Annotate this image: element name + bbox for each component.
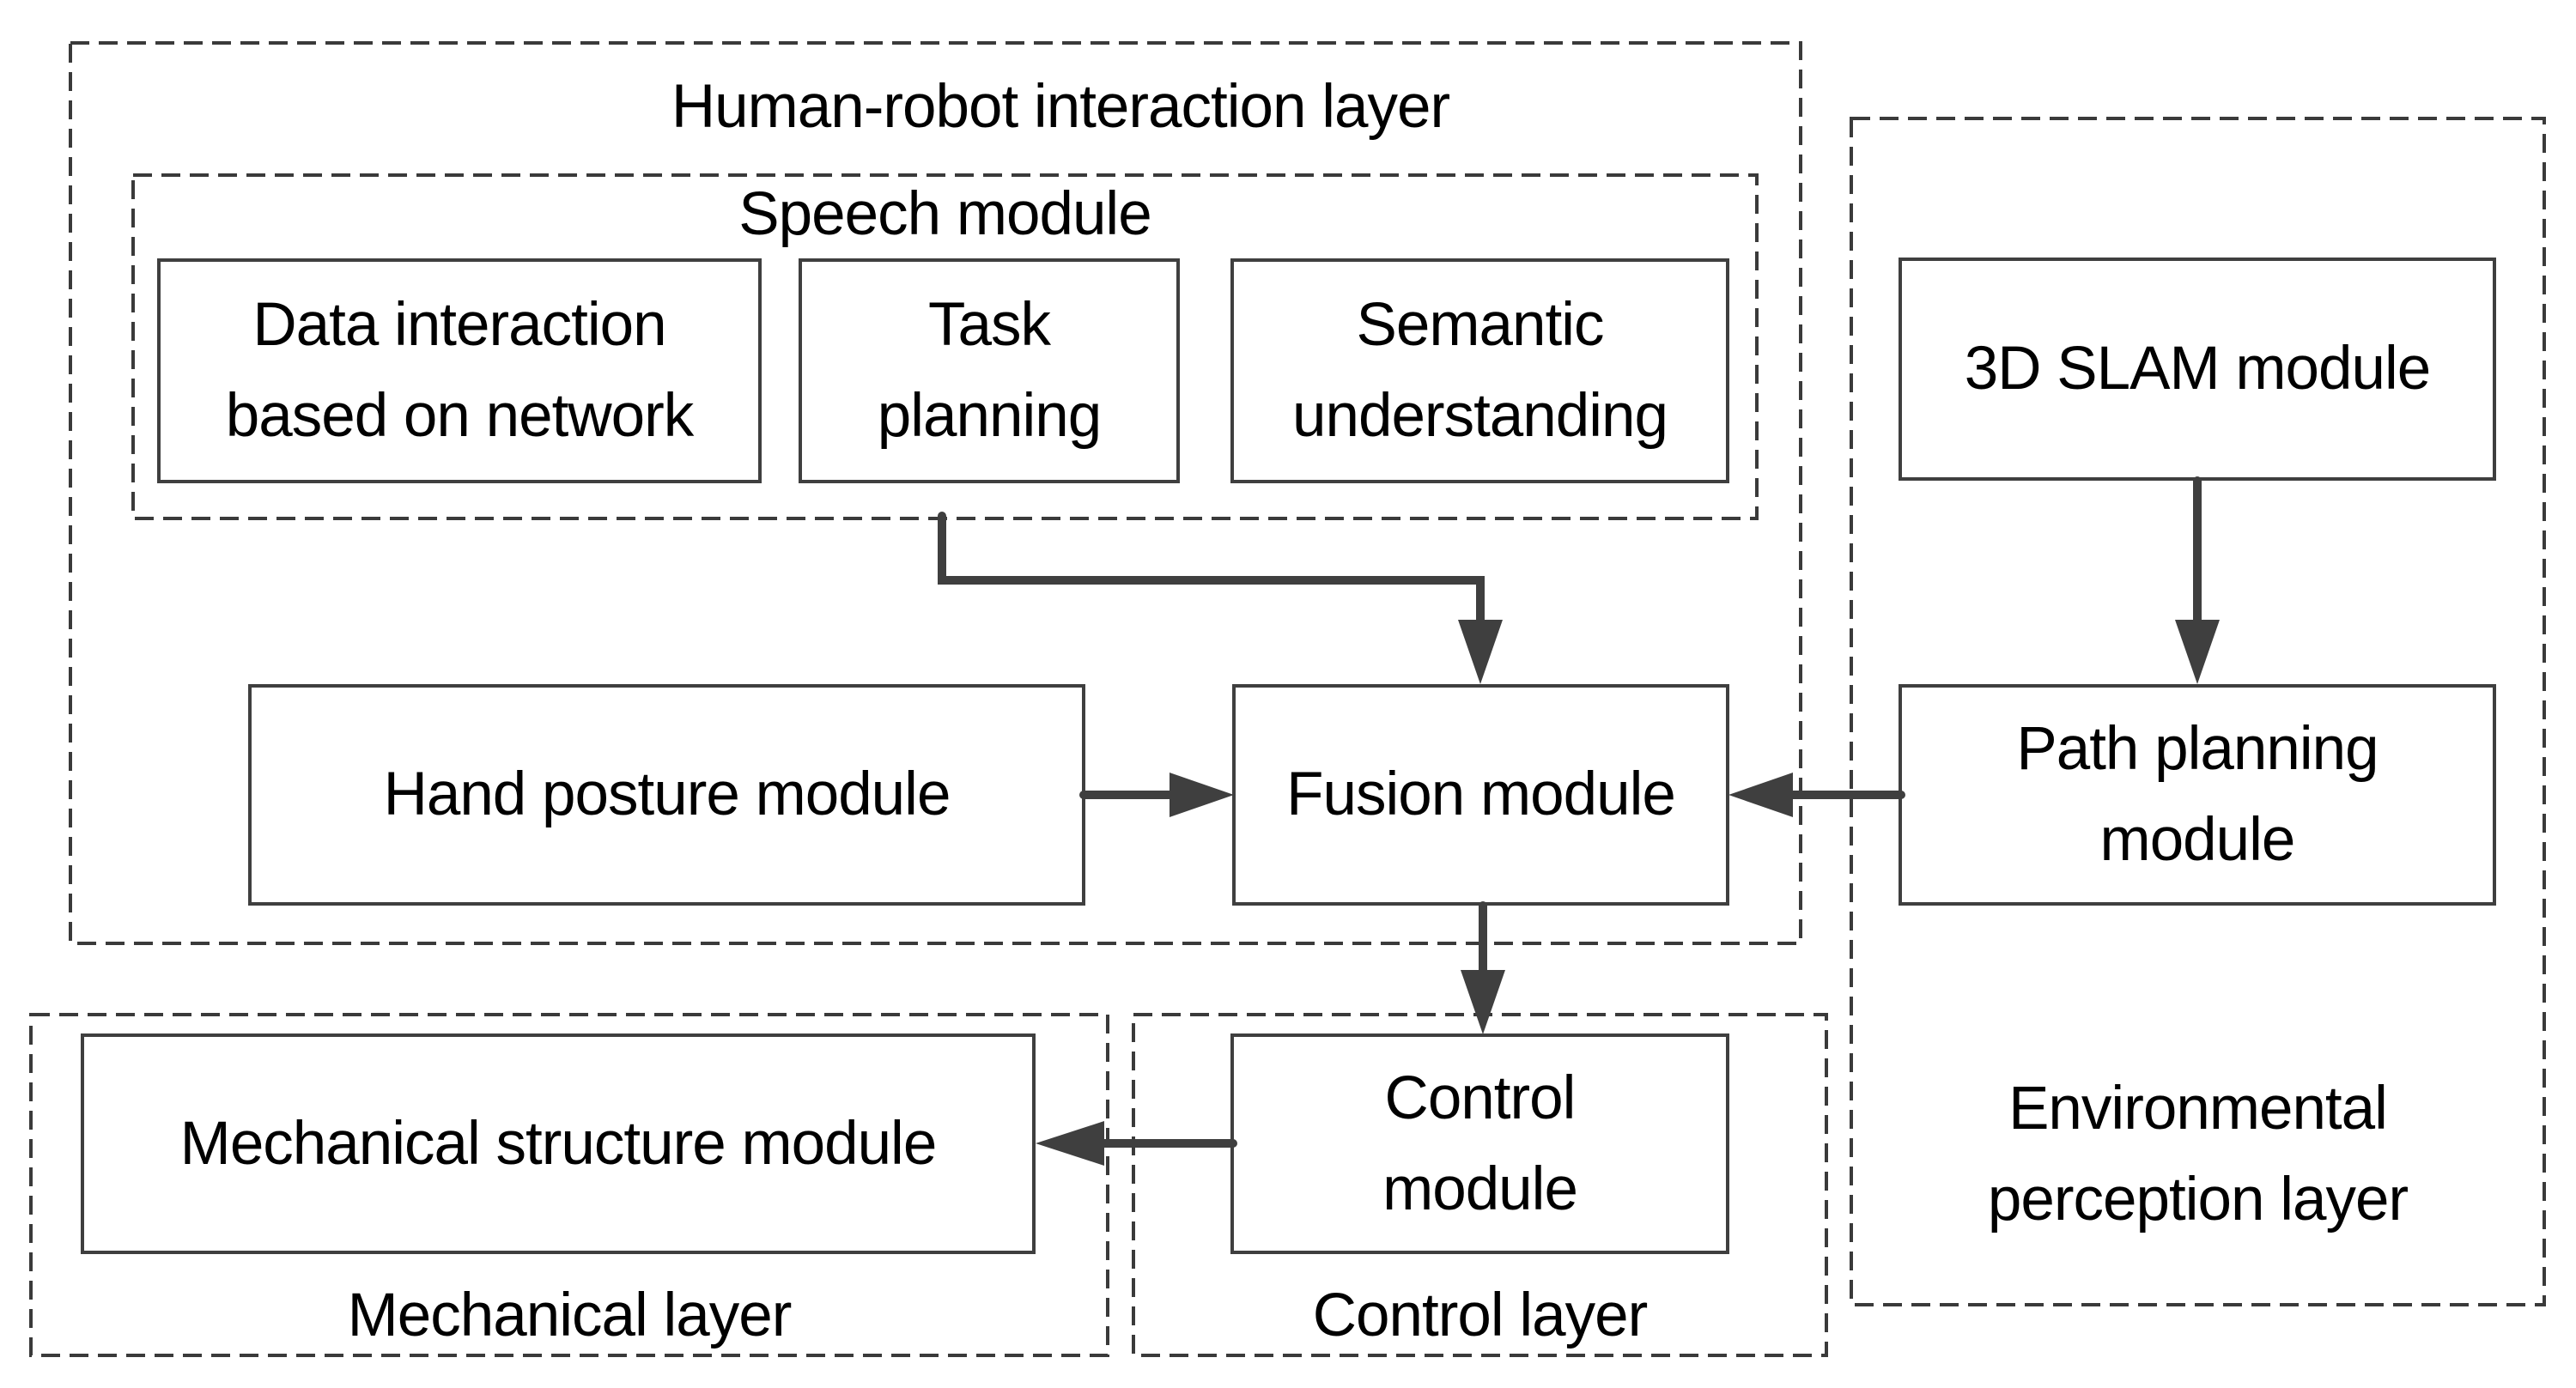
control-module-box [1230,1033,1729,1254]
arrow-fusion-to-control [1461,901,1505,1034]
mechanical-layer-border [29,1013,1109,1357]
control-layer-title: Control layer [1312,1282,1649,1349]
arrow-control-to-mechanical [1036,1121,1237,1166]
hand-posture-label: Hand posture module [383,761,951,828]
task-planning-box [799,258,1180,483]
mechanical-structure-label: Mechanical structure module [179,1109,938,1178]
mechanical-structure-box [81,1033,1036,1254]
arrow-path-to-fusion [1728,773,1905,817]
path-planning-box [1899,684,2496,906]
slam-label: 3D SLAM module [1964,335,2431,403]
arrow-hand-to-fusion [1079,773,1234,817]
env-layer-border [1850,117,2546,1306]
arrow-slam-to-path [2175,476,2220,684]
fusion-label: Fusion module [1286,761,1676,828]
control-module-label: Control module [1382,1064,1578,1223]
semantic-box [1230,258,1729,483]
task-planning-label: Task planning [877,291,1102,450]
env-layer-title: Environmental perception layer [1987,1075,2409,1233]
mechanical-layer-title: Mechanical layer [347,1282,793,1349]
semantic-label: Semantic understanding [1291,291,1668,450]
speech-module-title: Speech module [738,180,1151,248]
hand-posture-box [248,684,1085,906]
hri-layer-border [69,41,1802,945]
data-interaction-box [157,258,762,483]
arrow-speech-to-fusion [938,512,1503,684]
hri-layer-title: Human-robot interaction layer [671,73,1450,141]
path-planning-label: Path planning module [2016,715,2379,874]
data-interaction-label: Data interaction based on network [225,291,694,450]
